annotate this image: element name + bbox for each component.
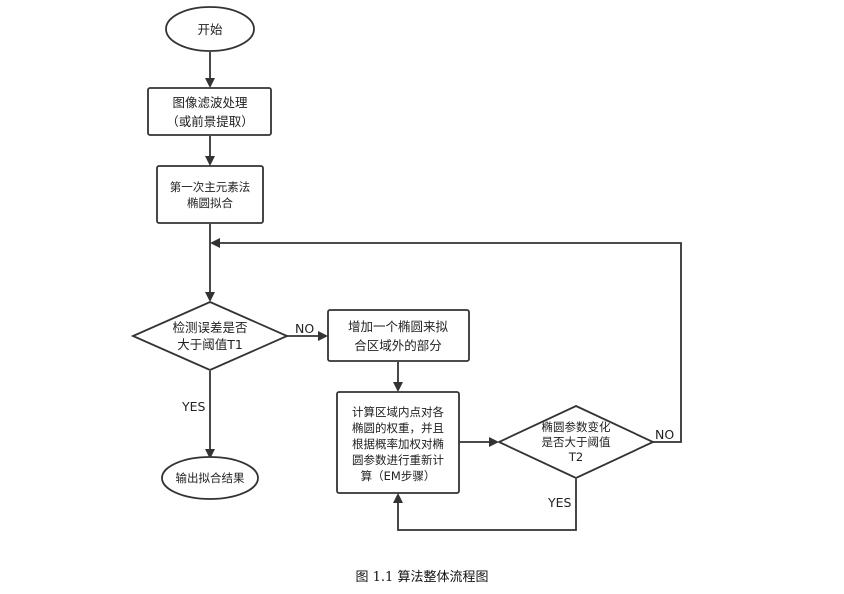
output-ellipse bbox=[161, 456, 259, 500]
edge-change-yes-loop bbox=[393, 479, 577, 531]
add-ellipse-label-line-1: 增加一个椭圆来拟 bbox=[348, 319, 449, 334]
edges bbox=[205, 52, 682, 531]
edge-change-no-loop bbox=[210, 238, 682, 443]
add-ellipse-label-line-2: 合区域外的部分 bbox=[354, 338, 442, 353]
em-step-box bbox=[336, 391, 460, 494]
start-ellipse bbox=[165, 6, 255, 52]
em-step-label-line-5: 算（EM步骤） bbox=[361, 469, 436, 483]
add-ellipse-node: 增加一个椭圆来拟 合区域外的部分 bbox=[327, 309, 470, 362]
filter-node: 图像滤波处理 （或前景提取） bbox=[147, 87, 272, 136]
edge-label-no-2: NO bbox=[655, 427, 674, 442]
check-change-node: 椭圆参数变化 是否大于阈值 T2 bbox=[496, 405, 656, 479]
em-step-label-line-1: 计算区域内点对各 bbox=[352, 405, 444, 419]
figure-caption: 图 1.1 算法整体流程图 bbox=[355, 570, 489, 585]
check-error-diamond bbox=[130, 301, 290, 371]
start-label: 开始 bbox=[197, 22, 223, 37]
pca-label-line-2: 椭圆拟合 bbox=[187, 196, 233, 210]
edge-label-no-1: NO bbox=[295, 321, 314, 336]
pca-label-line-1: 第一次主元素法 bbox=[170, 180, 251, 194]
check-error-label-line-2: 大于阈值T1 bbox=[177, 337, 243, 352]
check-error-node: 检测误差是否 大于阈值T1 bbox=[130, 301, 290, 371]
em-step-node: 计算区域内点对各 椭圆的权重，并且 根据概率加权对椭 圆参数进行重新计 算（EM… bbox=[336, 391, 460, 494]
output-label: 输出拟合结果 bbox=[176, 471, 245, 485]
check-change-label-line-3: T2 bbox=[568, 450, 583, 464]
edge-label-yes-1: YES bbox=[181, 399, 206, 414]
output-node: 输出拟合结果 bbox=[161, 456, 259, 500]
check-error-label-line-1: 检测误差是否 bbox=[172, 320, 247, 335]
start-node: 开始 bbox=[165, 6, 255, 52]
pca-node: 第一次主元素法 椭圆拟合 bbox=[156, 165, 264, 224]
em-step-label-line-3: 根据概率加权对椭 bbox=[352, 437, 444, 451]
check-change-label-line-1: 椭圆参数变化 bbox=[542, 420, 611, 434]
check-change-label-line-2: 是否大于阈值 bbox=[542, 435, 611, 449]
filter-label-line-2: （或前景提取） bbox=[166, 114, 254, 129]
add-ellipse-box bbox=[327, 309, 470, 362]
em-step-label-line-4: 圆参数进行重新计 bbox=[352, 453, 444, 467]
filter-box bbox=[147, 87, 272, 136]
pca-box bbox=[156, 165, 264, 224]
edge-label-yes-2: YES bbox=[547, 495, 572, 510]
check-change-diamond bbox=[496, 405, 656, 479]
em-step-label-line-2: 椭圆的权重，并且 bbox=[352, 421, 444, 435]
filter-label-line-1: 图像滤波处理 bbox=[172, 95, 248, 110]
